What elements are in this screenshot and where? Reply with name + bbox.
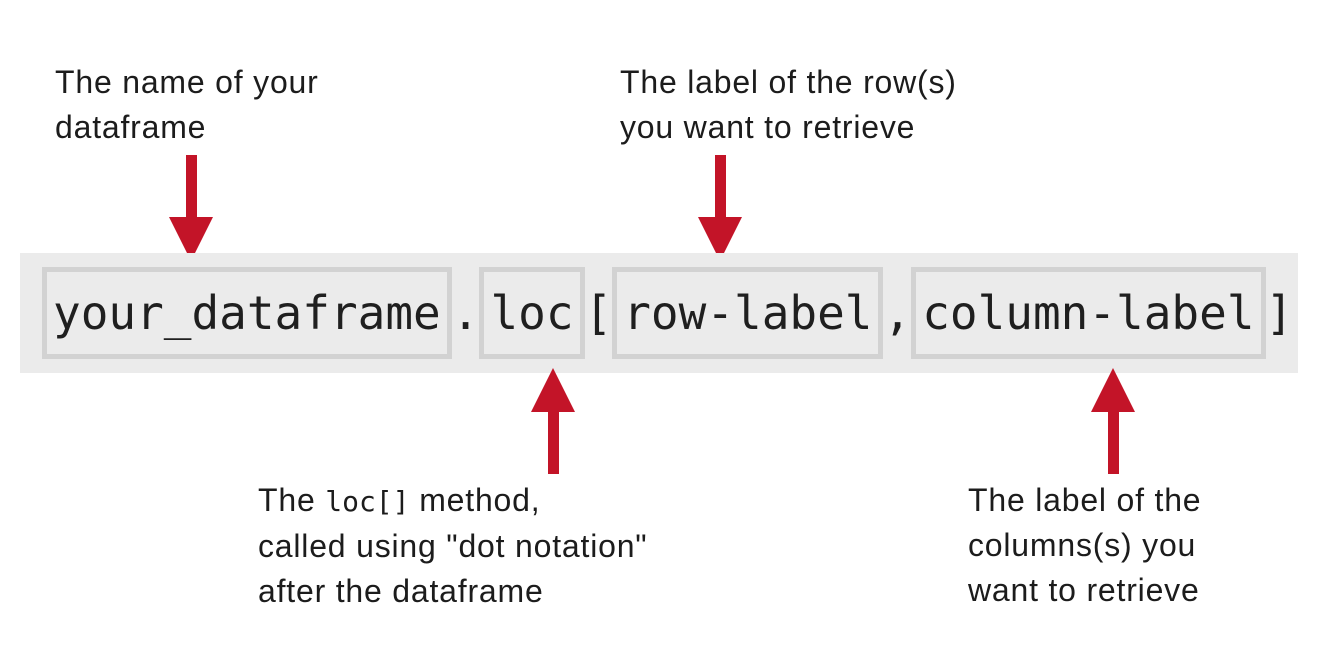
annotation-text: The bbox=[258, 482, 326, 518]
annotation-line: dataframe bbox=[55, 109, 207, 145]
code-comma: , bbox=[883, 286, 912, 340]
annotation-line: The loc[] method, bbox=[258, 478, 647, 524]
arrow-head bbox=[1091, 368, 1135, 412]
annotation-dataframe-name: The name of your dataframe bbox=[55, 60, 319, 150]
arrow-shaft bbox=[547, 412, 559, 474]
inline-code-loc: loc[] bbox=[325, 485, 410, 518]
red-arrow-down-icon bbox=[169, 155, 213, 261]
red-arrow-up-icon bbox=[531, 368, 575, 474]
annotation-text: method, bbox=[409, 482, 541, 518]
code-strip: your_dataframe . loc [ row-label , colum… bbox=[20, 253, 1298, 373]
arrow-shaft bbox=[185, 155, 197, 217]
code-dot: . bbox=[451, 286, 480, 340]
annotation-row-label: The label of the row(s) you want to retr… bbox=[620, 60, 957, 150]
red-arrow-down-icon bbox=[698, 155, 742, 261]
arrow-head bbox=[531, 368, 575, 412]
code-open-bracket: [ bbox=[584, 286, 613, 340]
annotation-line: The label of the row(s) bbox=[620, 64, 957, 100]
code-text: loc bbox=[490, 286, 574, 340]
annotation-line: you want to retrieve bbox=[620, 109, 916, 145]
annotation-line: The name of your bbox=[55, 64, 319, 100]
code-close-bracket: ] bbox=[1265, 286, 1294, 340]
annotation-line: after the dataframe bbox=[258, 573, 544, 609]
annotation-line: The label of the bbox=[968, 482, 1202, 518]
code-text: your_dataframe bbox=[53, 286, 441, 340]
code-box-column-label: column-label bbox=[911, 267, 1266, 359]
arrow-shaft bbox=[714, 155, 726, 217]
code-box-loc: loc bbox=[479, 267, 585, 359]
annotation-line: called using "dot notation" bbox=[258, 528, 648, 564]
annotation-loc-method: The loc[] method, called using "dot nota… bbox=[258, 478, 647, 614]
annotation-line: columns(s) you bbox=[968, 527, 1197, 563]
red-arrow-up-icon bbox=[1091, 368, 1135, 474]
arrow-shaft bbox=[1107, 412, 1119, 474]
code-text: column-label bbox=[922, 286, 1255, 340]
code-box-dataframe: your_dataframe bbox=[42, 267, 452, 359]
code-text: row-label bbox=[623, 286, 873, 340]
code-box-row-label: row-label bbox=[612, 267, 884, 359]
annotation-column-label: The label of the columns(s) you want to … bbox=[968, 478, 1201, 613]
annotation-line: want to retrieve bbox=[968, 572, 1200, 608]
